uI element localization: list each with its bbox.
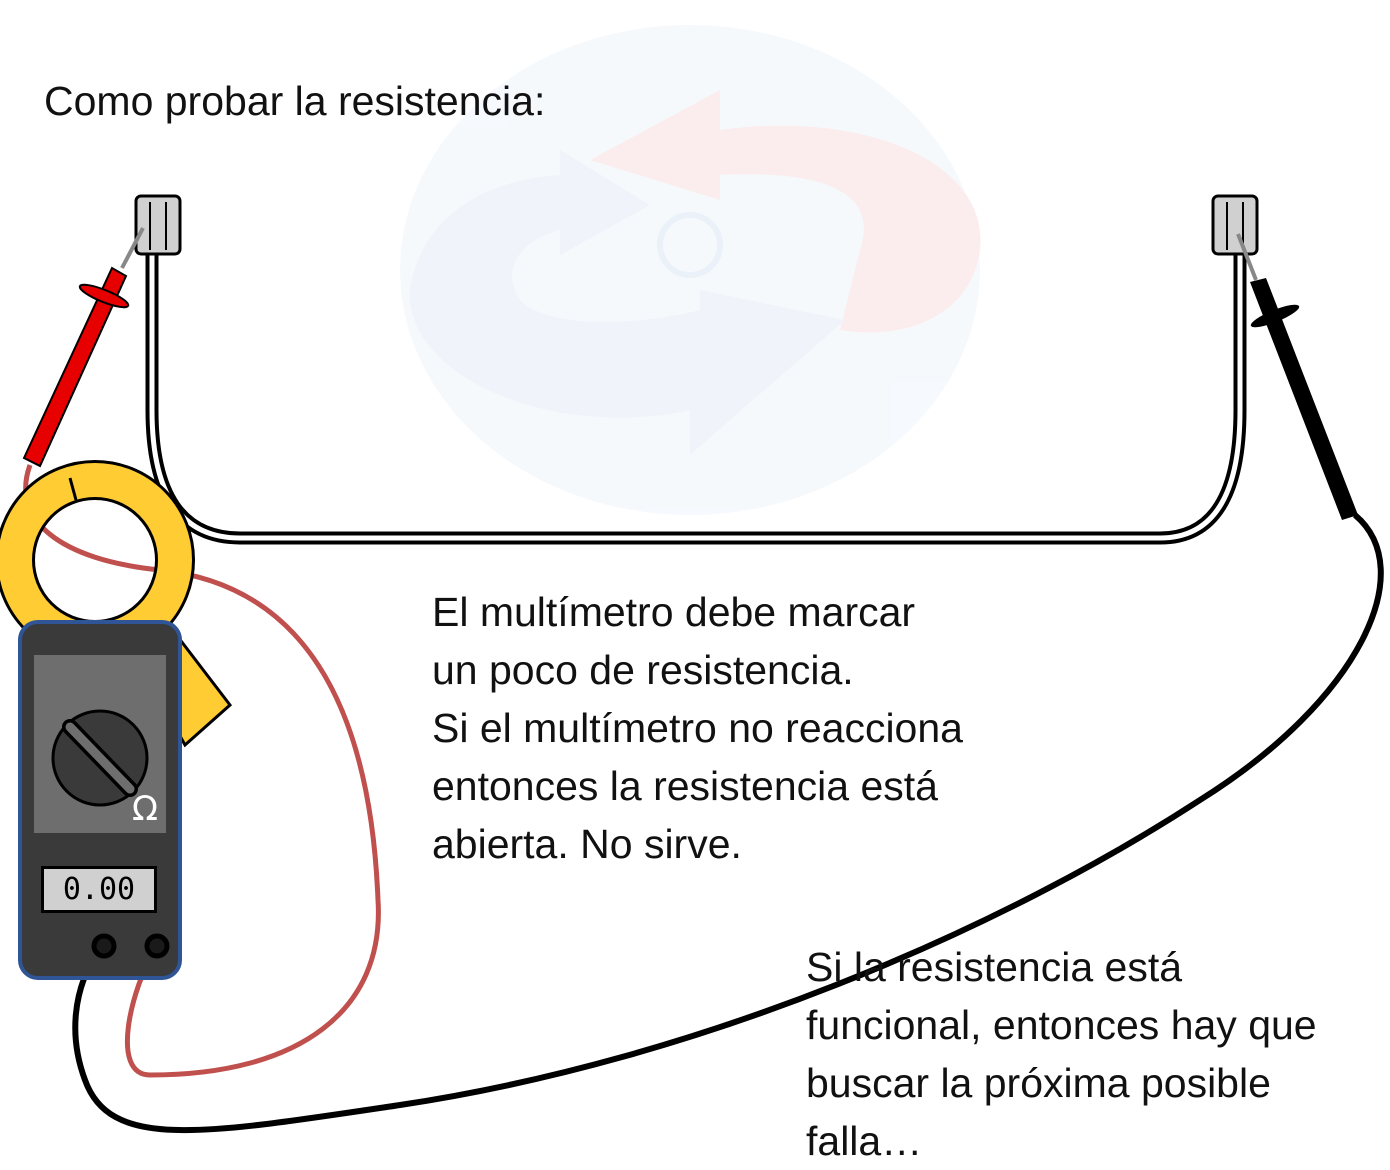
terminal-left-icon	[134, 194, 182, 256]
watermark-logo	[400, 25, 981, 515]
terminal-right-icon	[1211, 194, 1259, 256]
dial-icon	[51, 709, 149, 807]
note-resistance-check: El multímetro debe marcar un poco de res…	[432, 589, 963, 867]
meter-display: 0.00	[41, 866, 157, 913]
jack-com-icon	[91, 933, 117, 959]
black-probe-icon	[1236, 233, 1358, 520]
red-probe-icon	[22, 227, 145, 468]
ohm-symbol: Ω	[132, 789, 158, 829]
resistance-element	[145, 245, 1247, 545]
red-lead-wire	[23, 464, 381, 1078]
black-lead-wire	[72, 512, 1384, 1134]
jack-v-ohm-icon	[144, 933, 170, 959]
note-next-step: Si la resistencia está funcional, entonc…	[806, 944, 1317, 1164]
page-title: Como probar la resistencia:	[44, 78, 546, 124]
